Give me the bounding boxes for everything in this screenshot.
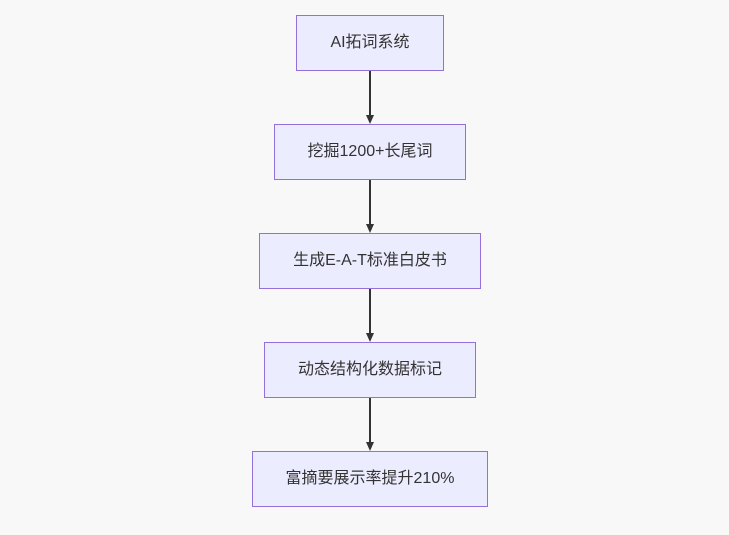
flow-arrow-1: [366, 71, 374, 124]
flow-node-ai-keyword-system: AI拓词系统: [296, 15, 444, 71]
arrow-line: [369, 180, 371, 224]
arrow-head-icon: [366, 224, 374, 233]
arrow-head-icon: [366, 333, 374, 342]
flow-arrow-4: [366, 398, 374, 451]
flow-node-label: 动态结构化数据标记: [297, 361, 442, 378]
arrow-line: [369, 71, 371, 115]
flow-node-structured-data: 动态结构化数据标记: [263, 342, 476, 398]
arrow-line: [369, 398, 371, 442]
flow-arrow-3: [366, 289, 374, 342]
flowchart: AI拓词系统 挖掘1200+长尾词 生成E-A-T标准白皮书 动态结构化数据标记…: [11, 0, 729, 507]
flow-node-eat-whitepaper: 生成E-A-T标准白皮书: [259, 233, 481, 289]
flow-node-label: 挖掘1200+长尾词: [307, 143, 433, 160]
flow-arrow-2: [366, 180, 374, 233]
arrow-line: [369, 289, 371, 333]
flow-node-label: AI拓词系统: [330, 34, 410, 51]
flow-node-label: 生成E-A-T标准白皮书: [293, 252, 447, 269]
flow-node-longtail-mining: 挖掘1200+长尾词: [273, 124, 467, 180]
flow-node-label: 富摘要展示率提升210%: [285, 470, 455, 487]
flow-node-rich-snippet-result: 富摘要展示率提升210%: [251, 451, 489, 507]
arrow-head-icon: [366, 442, 374, 451]
arrow-head-icon: [366, 115, 374, 124]
